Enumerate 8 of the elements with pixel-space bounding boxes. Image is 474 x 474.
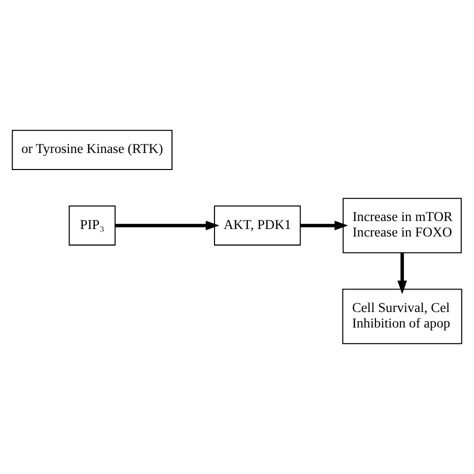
arrow	[115, 220, 220, 230]
node-box: AKT, PDK1	[214, 205, 301, 246]
node-box: PIP₃	[68, 205, 116, 246]
arrow	[397, 252, 407, 294]
arrow	[300, 220, 348, 230]
node-box: or Tyrosine Kinase (RTK)	[12, 130, 173, 170]
node-box: Cell Survival, Cel Inhibition of apop	[342, 288, 462, 344]
node-box: Increase in mTOR Increase in FOXO	[342, 198, 462, 254]
